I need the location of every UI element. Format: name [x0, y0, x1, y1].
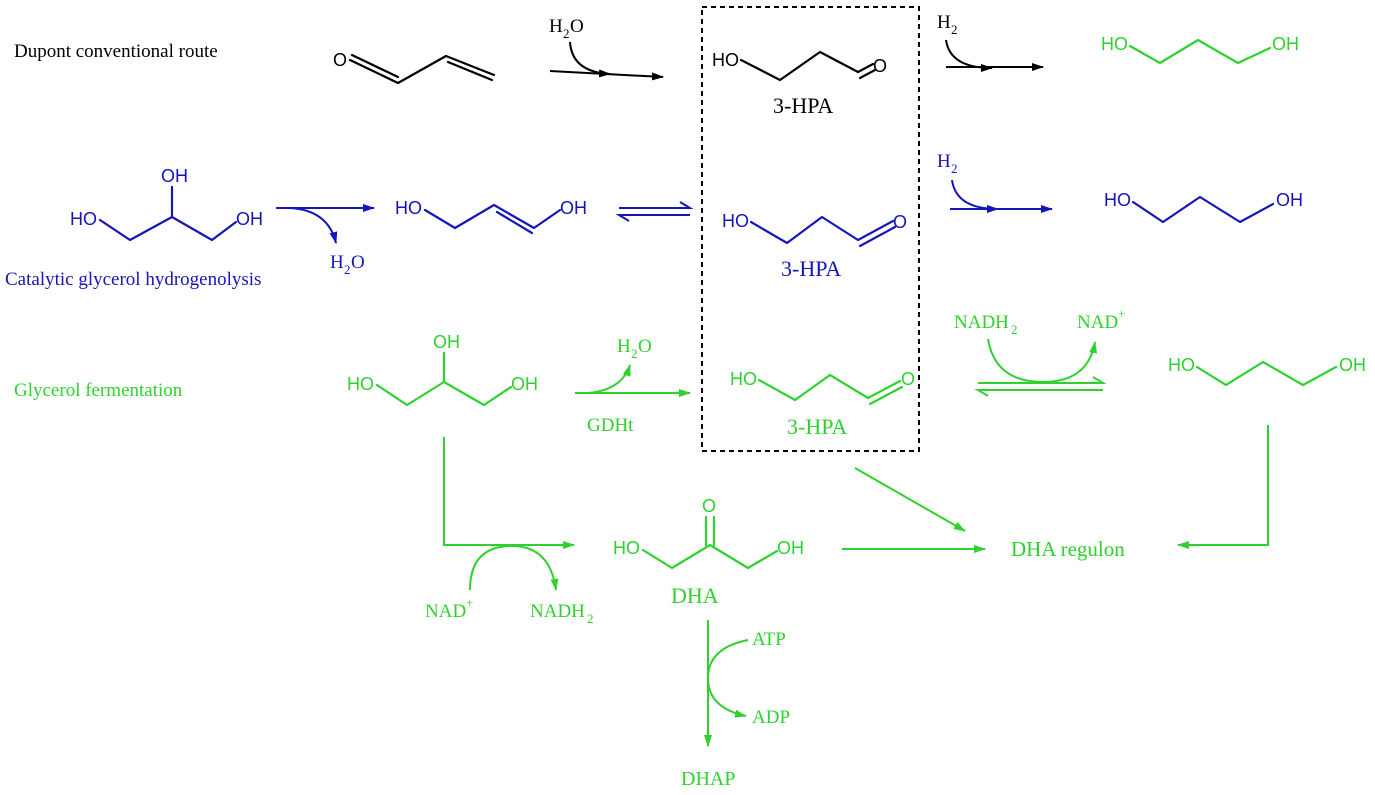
svg-text:ATP: ATP [752, 629, 786, 650]
svg-text:HO: HO [1104, 190, 1131, 210]
dhap-label: DHAP [681, 768, 735, 790]
dha-label: DHA [671, 583, 719, 608]
svg-text:H: H [549, 16, 563, 37]
svg-text:2: 2 [951, 22, 958, 37]
svg-text:HO: HO [730, 369, 757, 389]
svg-text:H: H [617, 336, 631, 357]
svg-text:2: 2 [563, 26, 570, 41]
dha-structure: HO O OH [613, 496, 804, 570]
svg-text:H: H [330, 252, 344, 273]
svg-text:OH: OH [1339, 355, 1366, 375]
svg-text:2: 2 [631, 346, 638, 361]
svg-text:OH: OH [560, 198, 587, 218]
glycerol-structure-catalytic: HO OH OH [70, 166, 263, 242]
svg-text:+: + [466, 595, 473, 610]
svg-text:O: O [901, 369, 915, 389]
svg-text:2: 2 [1011, 322, 1018, 337]
enol-structure: HO OH [395, 198, 587, 235]
hydrogenation-arrow-catalytic: H 2 [937, 151, 1053, 213]
svg-text:NADH: NADH [954, 312, 1009, 333]
svg-text:O: O [570, 16, 584, 37]
hpa-to-regulon-arrow [854, 467, 966, 532]
hpa-highlight-box [701, 6, 920, 452]
route-label-catalytic: Catalytic glycerol hydrogenolysis [5, 269, 261, 290]
hpa-structure-dupont: HO O [712, 50, 887, 82]
route-label-dupont: Dupont conventional route [14, 41, 218, 62]
route-label-fermentation: Glycerol fermentation [14, 380, 183, 401]
svg-text:O: O [351, 252, 365, 273]
svg-text:HO: HO [613, 538, 640, 558]
svg-text:O: O [638, 336, 652, 357]
svg-text:HO: HO [1101, 34, 1128, 54]
svg-text:HO: HO [347, 374, 374, 394]
svg-text:HO: HO [70, 209, 97, 229]
hydration-arrow: H 2 O [549, 16, 664, 81]
svg-text:OH: OH [511, 374, 538, 394]
svg-text:2: 2 [587, 611, 594, 626]
acrolein-structure: O [333, 50, 496, 85]
hpa-label-fermentation: 3-HPA [787, 414, 847, 439]
svg-text:OH: OH [1276, 190, 1303, 210]
glycerol-structure-fermentation: HO OH OH [347, 332, 538, 407]
enzyme-label-gdht: GDHt [587, 415, 634, 436]
svg-text:OH: OH [1272, 34, 1299, 54]
hpa-label-dupont: 3-HPA [773, 93, 833, 118]
pdo-structure-dupont: HO OH [1101, 34, 1299, 65]
svg-text:OH: OH [236, 209, 263, 229]
svg-text:O: O [702, 496, 716, 516]
dha-regulon-label: DHA regulon [1011, 537, 1125, 561]
hpa-structure-catalytic: HO O [722, 211, 907, 248]
nadh-reduction-equilibrium: NADH 2 NAD + [954, 306, 1125, 397]
dehydration-arrow: H 2 O [276, 204, 375, 277]
svg-text:HO: HO [395, 198, 422, 218]
pdo-structure-catalytic: HO OH [1104, 190, 1303, 224]
hydrogenation-arrow-dupont: H 2 [937, 12, 1044, 72]
svg-text:NAD: NAD [425, 601, 466, 622]
svg-text:OH: OH [161, 166, 188, 186]
svg-text:O: O [893, 212, 907, 232]
svg-text:2: 2 [951, 161, 958, 176]
svg-text:H: H [937, 12, 951, 33]
svg-text:H: H [937, 151, 951, 172]
svg-text:ADP: ADP [752, 707, 790, 728]
pdo-structure-fermentation: HO OH [1168, 355, 1366, 387]
glycerol-oxidation-arrow: NAD + NADH 2 [425, 437, 594, 626]
svg-text:+: + [1118, 306, 1125, 321]
svg-text:OH: OH [433, 332, 460, 352]
pdo-to-regulon-arrow [1177, 425, 1269, 549]
dha-phosphorylation-arrow: ATP ADP [704, 620, 790, 747]
svg-text:NADH: NADH [530, 601, 585, 622]
svg-text:2: 2 [344, 262, 351, 277]
svg-text:HO: HO [1168, 355, 1195, 375]
hpa-structure-fermentation: HO O [730, 369, 915, 406]
tautomer-equilibrium-arrow [615, 201, 694, 222]
svg-text:OH: OH [777, 538, 804, 558]
gdht-dehydration-arrow: H 2 O GDHt [575, 336, 691, 436]
svg-text:HO: HO [712, 50, 739, 70]
svg-text:NAD: NAD [1077, 312, 1118, 333]
svg-text:HO: HO [722, 211, 749, 231]
svg-text:O: O [873, 56, 887, 76]
hpa-label-catalytic: 3-HPA [781, 256, 841, 281]
svg-text:O: O [333, 50, 347, 70]
